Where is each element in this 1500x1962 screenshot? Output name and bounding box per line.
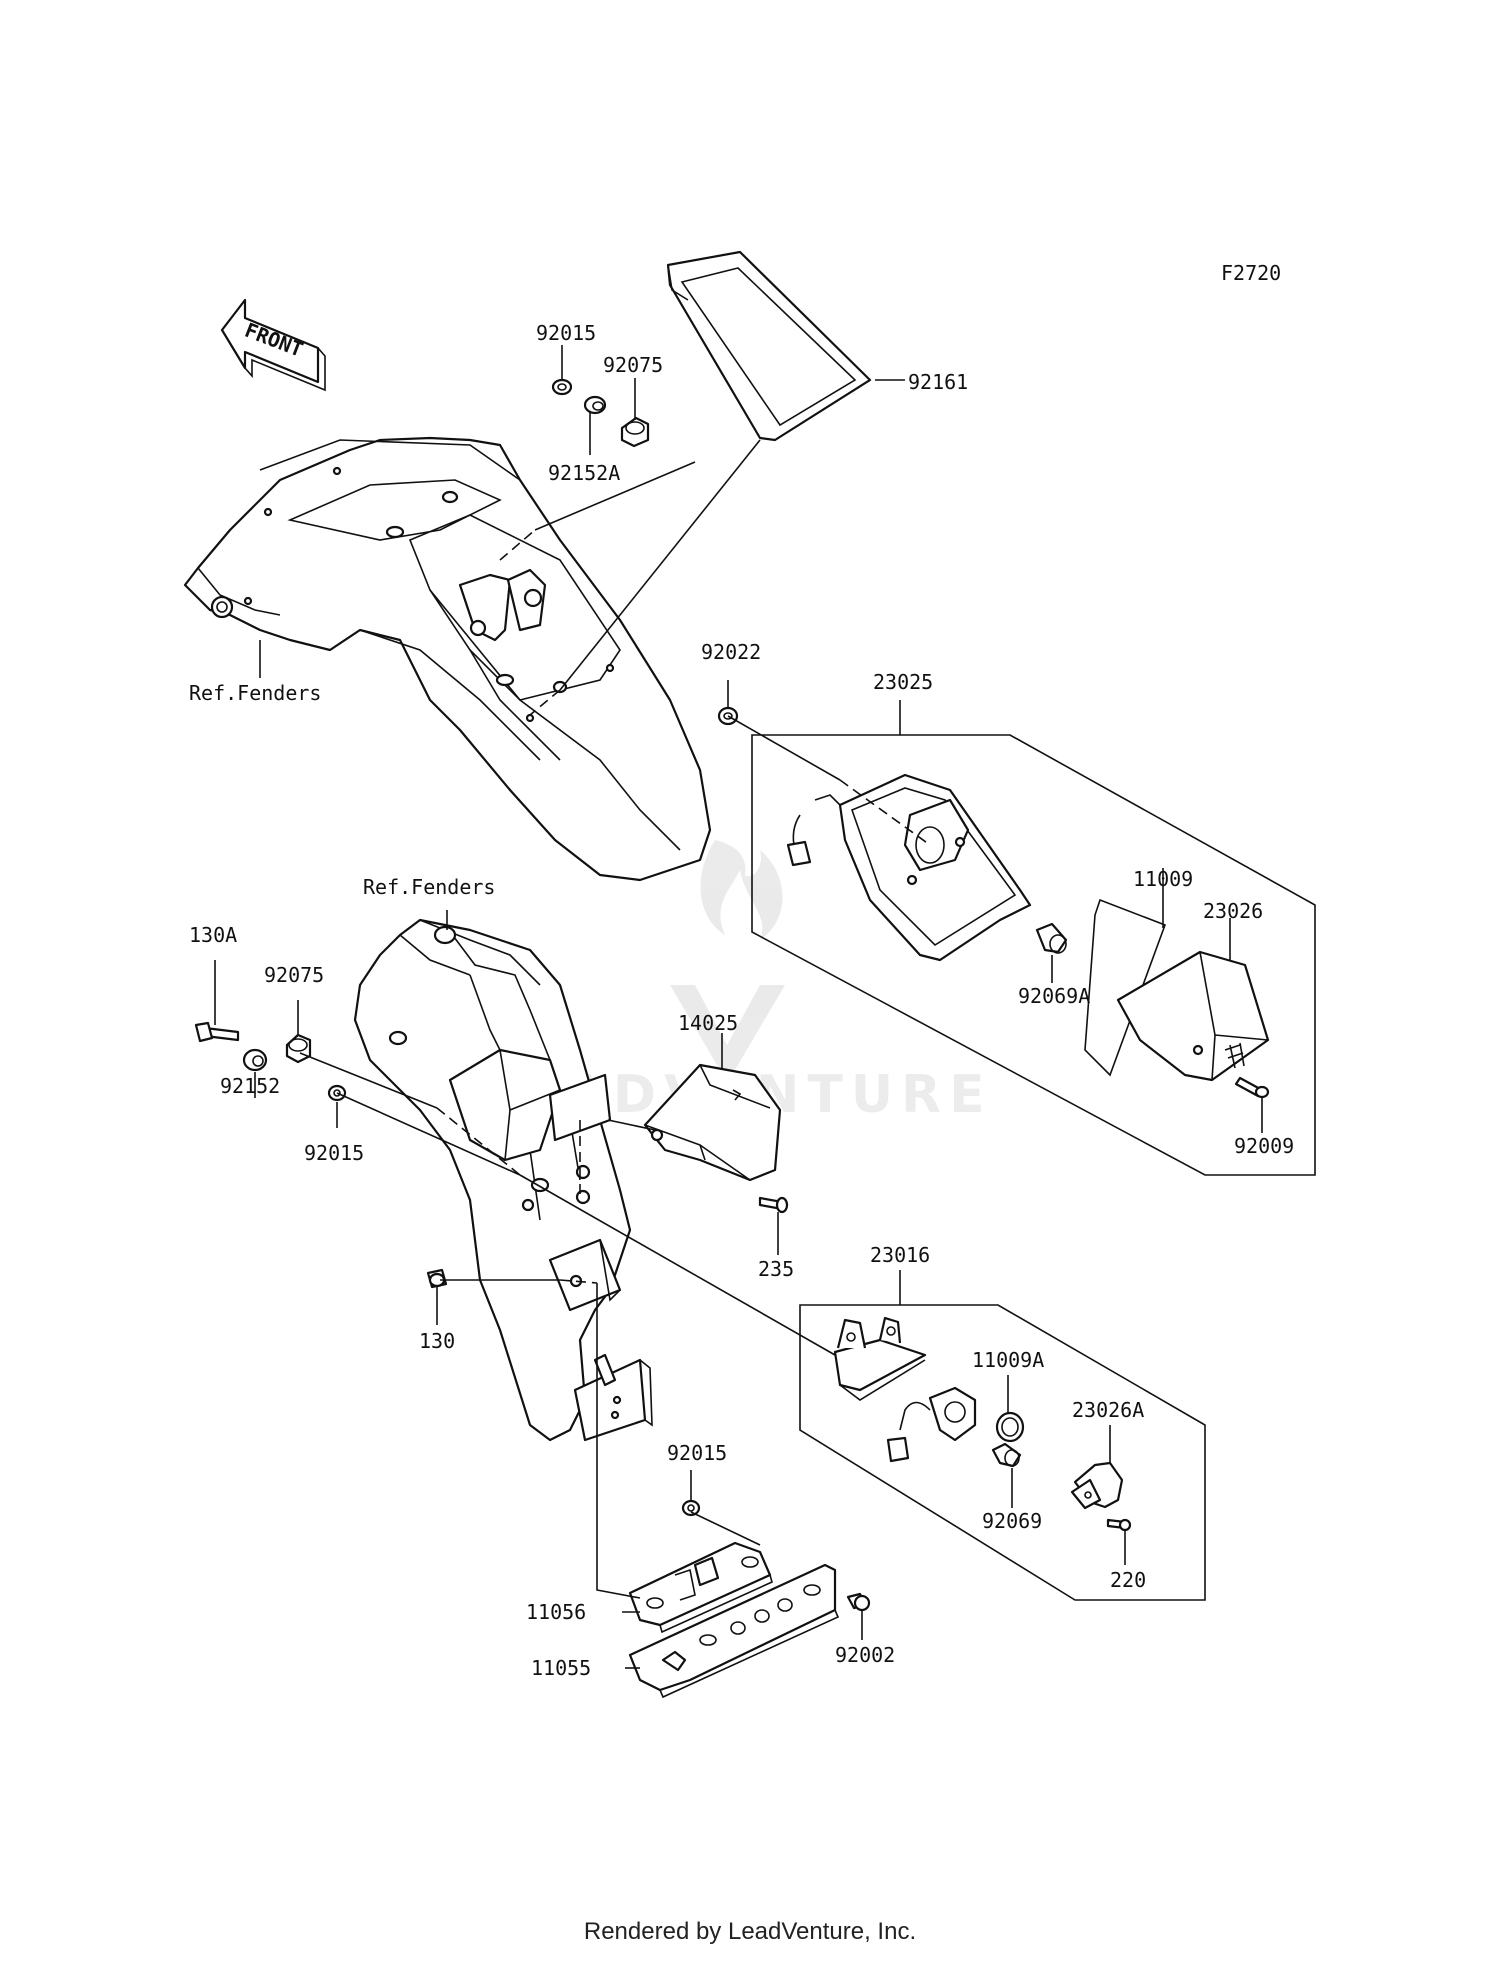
part-92075-mid [285,1033,312,1064]
label-11056: 11056 [526,1600,586,1624]
rear-fender-upper [183,436,712,882]
gasket-11009 [1084,898,1167,1077]
tail-lamp-housing [786,773,1032,962]
lens-23026 [1116,950,1270,1082]
part-92152 [242,1048,268,1072]
watermark-logo [670,840,785,1070]
cover-14025 [643,1063,782,1182]
lens-23026A [1070,1461,1124,1510]
bracket-23016 [833,1316,927,1401]
bolt-130A [194,1021,240,1043]
label-92002: 92002 [835,1643,895,1667]
label-ref-fenders-top: Ref.Fenders [189,681,321,705]
part-92015-low [681,1499,701,1517]
label-11009A: 11009A [972,1348,1044,1372]
label-92069: 92069 [982,1509,1042,1533]
bolt-130 [426,1268,448,1289]
label-92075-top: 92075 [603,353,663,377]
part-labels: F2720 92015 92075 92161 92152A Ref.Fende… [189,261,1294,1680]
label-92015-top: 92015 [536,321,596,345]
label-220: 220 [1110,1568,1146,1592]
label-11055: 11055 [531,1656,591,1680]
footer-credit: Rendered by LeadVenture, Inc. [583,1918,917,1945]
label-ref-fenders-mid: Ref.Fenders [363,875,495,899]
gasket-11009A [995,1411,1025,1443]
screw-92002 [846,1592,871,1612]
part-92152A [583,395,607,415]
label-92009: 92009 [1234,1134,1294,1158]
part-92015-top [551,378,573,396]
group-23016 [799,1304,1206,1601]
label-23016: 23016 [870,1243,930,1267]
label-23026: 23026 [1203,899,1263,923]
label-92152A: 92152A [548,461,620,485]
part-92075-top [620,416,650,448]
group-23025 [751,734,1316,1176]
screw-92009 [1234,1076,1270,1099]
label-14025: 14025 [678,1011,738,1035]
label-235: 235 [758,1257,794,1281]
label-23025: 23025 [873,670,933,694]
label-11009: 11009 [1133,867,1193,891]
label-92152: 92152 [220,1074,280,1098]
diagram-code: F2720 [1221,261,1281,285]
screw-235 [758,1196,789,1214]
plate-frame-92161 [666,250,872,442]
label-130: 130 [419,1329,455,1353]
label-92161: 92161 [908,370,968,394]
label-92015-low: 92015 [667,1441,727,1465]
label-92015-mid: 92015 [304,1141,364,1165]
leader-lines [214,345,1263,1669]
socket-23016 [886,1386,977,1463]
rear-fender-lower [353,918,653,1442]
front-arrow-icon: FRONT [220,298,326,392]
bracket-11055 [628,1563,840,1699]
label-130A: 130A [189,923,237,947]
label-92069A: 92069A [1018,984,1090,1008]
bulb-92069A [1035,922,1068,954]
screw-220 [1106,1518,1132,1532]
label-92075-mid: 92075 [264,963,324,987]
label-23026A: 23026A [1072,1398,1144,1422]
bracket-11056 [628,1541,773,1634]
label-92022: 92022 [701,640,761,664]
bulb-92069 [991,1442,1022,1468]
